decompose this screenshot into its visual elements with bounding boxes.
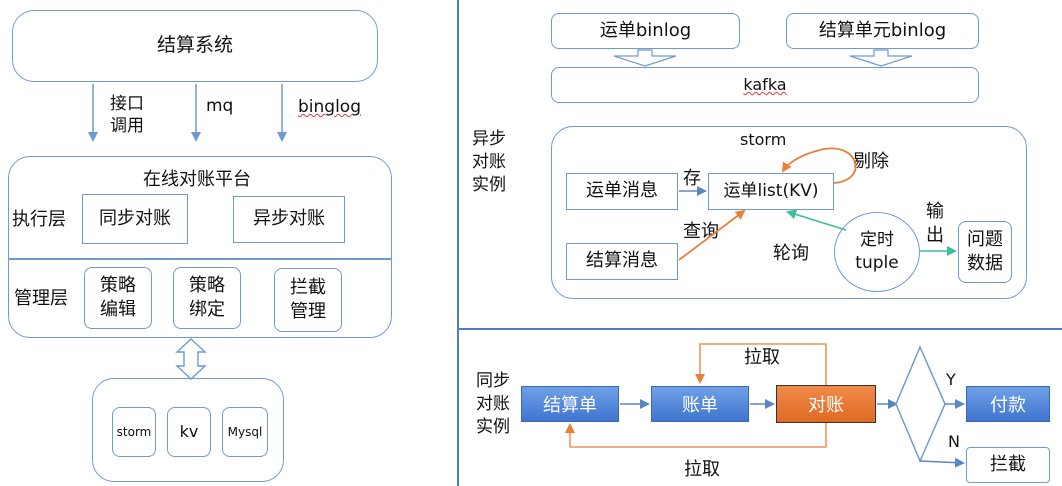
store-label: 存 [683,168,701,189]
no-arrow [919,457,965,468]
remove-label: 剔除 [853,151,889,172]
waybill-list-box: 运单list(KV) [708,173,834,210]
output-label: 输 出 [926,201,944,247]
kv-store-box: kv [167,407,211,457]
reconcile-node: 对账 [776,385,876,423]
kafka-label: kafka [743,75,787,95]
pull-top-label: 拉取 [744,347,780,368]
waybill-binlog-box: 运单binlog [551,13,740,49]
account-bill-node: 账单 [651,386,749,422]
panel-divider-vertical [457,0,459,486]
settlement-message-box: 结算消息 [566,243,678,280]
channel-api-call-label: 接口 调用 [110,94,144,137]
poll-arrow [786,209,847,231]
mgmt-layer-label: 管理层 [14,288,68,309]
panel-divider-horizontal [458,328,1062,330]
query-arrow [678,209,746,261]
waybill-binlog-to-kafka-arrow [613,49,677,67]
settlement-system-box: 结算系统 [12,10,378,82]
storm-store-box: storm [112,407,156,457]
async-instance-label: 异步 对账 实例 [472,129,506,195]
intercept-manage-box: 拦截 管理 [274,268,342,332]
storm-label: storm [740,130,787,149]
problem-data-box: 问题 数据 [958,221,1012,283]
timer-tuple-circle: 定时 tuple [834,212,920,292]
strategy-bind-box: 策略 绑定 [173,267,241,329]
platform-storage-double-arrow [175,338,207,380]
settlement-system-label: 结算系统 [156,34,233,57]
settlement-binlog-to-kafka-arrow [849,49,913,67]
pull-bottom-label: 拉取 [684,459,720,480]
exec-layer-label: 执行层 [12,209,66,230]
mysql-store-box: Mysql [222,407,268,457]
layer-divider [8,258,392,260]
pass-decision-diamond [895,345,946,463]
yes-label: Y [946,370,956,389]
pull-top-loop [695,343,827,385]
sync-reconcile-label: 同步对账 [99,207,171,229]
settlement-unit-binlog-box: 结算单元binlog [786,13,979,49]
settlement-bill-node: 结算单 [521,386,619,422]
channel-mq-label: mq [206,96,234,116]
no-label: N [948,432,960,451]
strategy-edit-box: 策略 编辑 [84,267,152,329]
async-reconcile-label: 异步对账 [253,208,325,230]
pay-node: 付款 [966,386,1050,422]
platform-title: 在线对账平台 [143,169,251,190]
channel-binglog-label: binglog [298,97,361,117]
sync-reconcile-box: 同步对账 [82,194,188,244]
pull-bottom-loop [565,423,827,448]
kafka-box: kafka [551,67,979,103]
sync-instance-label: 同步 对账 实例 [476,371,510,437]
remove-loop-arrow [781,147,857,184]
intercept-node: 拦截 [966,447,1050,483]
async-reconcile-box: 异步对账 [233,196,345,243]
waybill-message-box: 运单消息 [566,173,678,210]
poll-label: 轮询 [773,243,809,264]
